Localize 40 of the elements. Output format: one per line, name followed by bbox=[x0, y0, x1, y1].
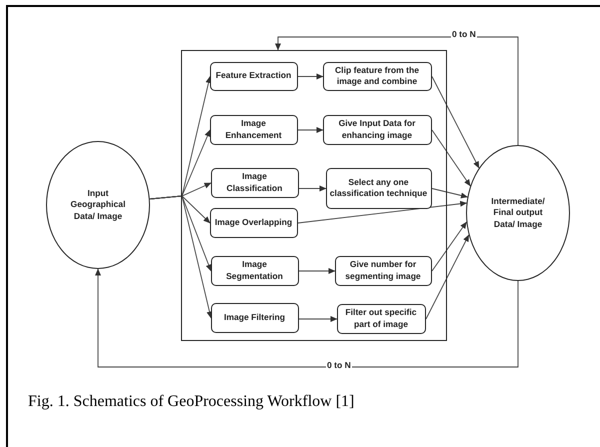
node-label: Image Enhancement bbox=[224, 118, 283, 141]
node-label: Intermediate/ Final output Data/ Image bbox=[490, 196, 546, 230]
node-label: Feature Extraction bbox=[214, 70, 292, 82]
arrow bbox=[149, 196, 212, 318]
arrow bbox=[426, 234, 470, 320]
process-box bbox=[322, 114, 432, 144]
process-box bbox=[210, 62, 298, 90]
arrow bbox=[298, 127, 324, 133]
arrow bbox=[95, 268, 518, 368]
process-box bbox=[210, 302, 298, 332]
arrow bbox=[298, 316, 338, 322]
node-label: Give Input Data for enhancing image bbox=[338, 118, 416, 141]
node-label: Input Geographical Data/ Image bbox=[70, 188, 126, 222]
node-label: Image Overlapping bbox=[214, 216, 294, 228]
arrow bbox=[275, 36, 518, 146]
edge-label: 0 to N bbox=[451, 29, 477, 39]
arrow bbox=[298, 186, 326, 192]
arrow bbox=[298, 200, 468, 224]
figure-caption: Fig. 1. Schematics of GeoProcessing Workflow [1] bbox=[28, 393, 354, 411]
edge-label: 0 to N bbox=[326, 360, 352, 370]
process-box bbox=[210, 114, 298, 144]
process-box bbox=[210, 256, 298, 286]
node-label: Image Filtering bbox=[222, 312, 286, 324]
process-box bbox=[326, 168, 432, 208]
process-box bbox=[336, 304, 426, 334]
arrow bbox=[298, 74, 324, 80]
process-box bbox=[210, 208, 298, 238]
arrow bbox=[432, 222, 467, 272]
process-box bbox=[210, 168, 298, 198]
arrow bbox=[298, 268, 336, 274]
node-label: Image Classification bbox=[226, 171, 284, 194]
node-label: Filter out specific part of image bbox=[344, 307, 418, 330]
node-label: Give number for segmenting image bbox=[344, 259, 422, 282]
process-box bbox=[334, 256, 432, 286]
arrow bbox=[432, 188, 468, 198]
process-box bbox=[322, 62, 432, 90]
node-label: Image Segmentation bbox=[225, 259, 284, 282]
process-group-box bbox=[181, 50, 447, 341]
node-label: Select any one classification technique bbox=[328, 176, 428, 200]
node-label: Clip feature from the image and combine bbox=[334, 64, 420, 88]
